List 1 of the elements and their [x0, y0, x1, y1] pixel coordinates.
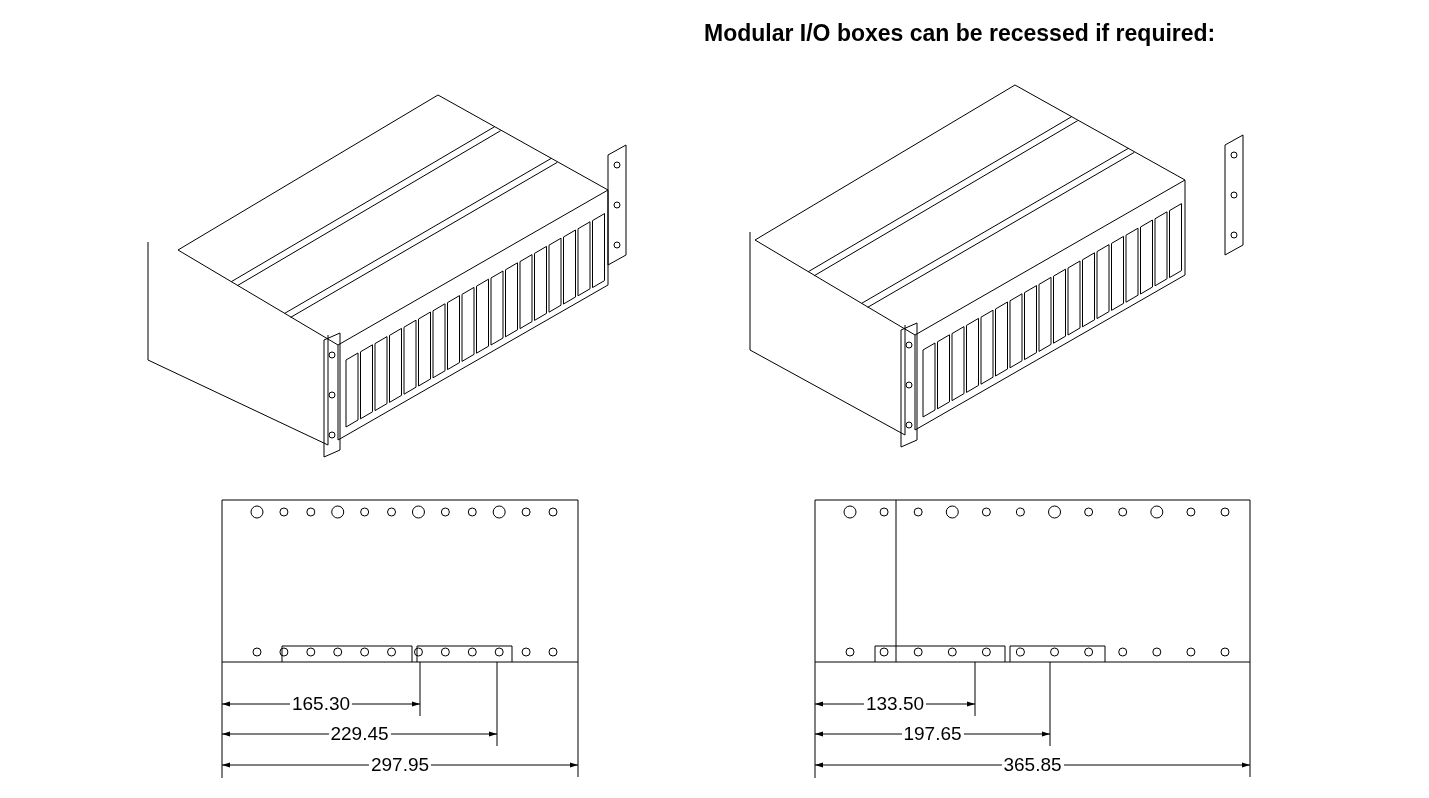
heading: Modular I/O boxes can be recessed if required: — [704, 20, 1216, 47]
